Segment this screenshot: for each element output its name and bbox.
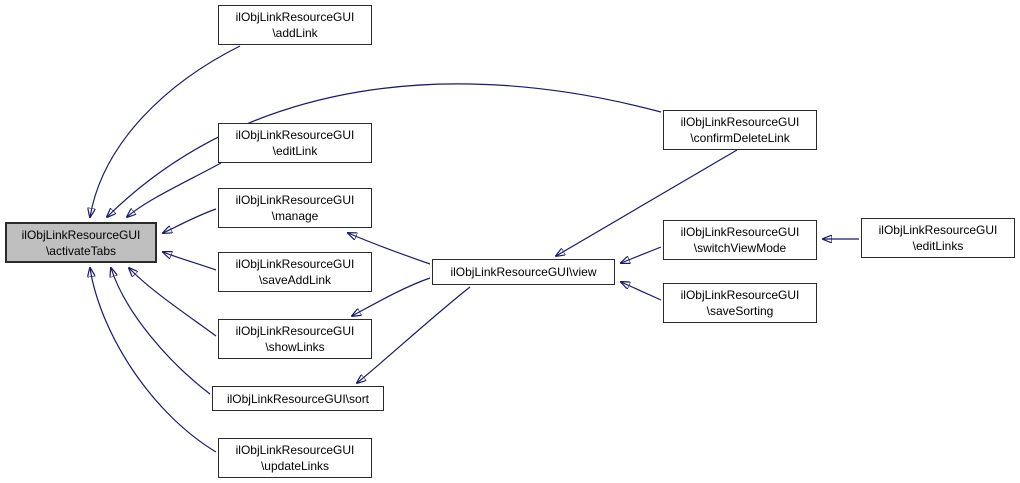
node-label-line1: ilObjLinkResourceGUI	[680, 225, 800, 239]
edge-confirmDeleteLink-to-activateTabs	[107, 83, 662, 217]
node-switchViewMode[interactable]: ilObjLinkResourceGUI \switchViewMode	[663, 220, 817, 260]
edge-view-to-manage	[348, 233, 431, 265]
node-showLinks[interactable]: ilObjLinkResourceGUI \showLinks	[218, 319, 372, 359]
node-saveSorting[interactable]: ilObjLinkResourceGUI \saveSorting	[663, 283, 817, 323]
edge-switchViewMode-to-view	[621, 246, 662, 263]
node-addLink[interactable]: ilObjLinkResourceGUI \addLink	[218, 5, 372, 45]
node-activateTabs[interactable]: ilObjLinkResourceGUI \activateTabs	[5, 222, 157, 263]
node-label-line2: \activateTabs	[45, 243, 117, 258]
edge-confirmDeleteLink-to-view	[556, 149, 738, 256]
edge-sort-to-activateTabs	[111, 268, 211, 395]
node-label-line2: \manage	[271, 209, 319, 223]
edge-manage-to-activateTabs	[163, 208, 217, 233]
edge-view-to-showLinks	[352, 277, 431, 316]
node-label-line1: ilObjLinkResourceGUI	[235, 128, 355, 142]
edge-saveSorting-to-view	[621, 282, 662, 301]
node-label-line2: \confirmDeleteLink	[690, 131, 790, 145]
edge-showLinks-to-activateTabs	[129, 268, 217, 337]
node-label-line2: \editLink	[272, 144, 318, 158]
node-label-line2: \showLinks	[265, 340, 325, 354]
node-label-line2: \switchViewMode	[693, 241, 787, 255]
node-label-line1: ilObjLinkResourceGUI	[21, 227, 141, 242]
node-label-line1: ilObjLinkResourceGUI	[235, 193, 355, 207]
node-confirmDeleteLink[interactable]: ilObjLinkResourceGUI \confirmDeleteLink	[663, 110, 817, 150]
node-label-line2: \saveAddLink	[258, 273, 332, 287]
node-sort[interactable]: ilObjLinkResourceGUI\sort	[212, 386, 384, 411]
node-updateLinks[interactable]: ilObjLinkResourceGUI \updateLinks	[218, 438, 372, 478]
node-label-line2: \editLinks	[912, 239, 964, 253]
node-label-line1: ilObjLinkResourceGUI	[680, 115, 800, 129]
node-label-line1: ilObjLinkResourceGUI\view	[450, 265, 597, 279]
node-saveAddLink[interactable]: ilObjLinkResourceGUI \saveAddLink	[218, 252, 372, 292]
edge-editLink-to-activateTabs	[127, 162, 222, 217]
node-label-line2: \addLink	[272, 26, 318, 40]
node-editLink[interactable]: ilObjLinkResourceGUI \editLink	[218, 123, 372, 163]
node-label-line1: ilObjLinkResourceGUI	[235, 257, 355, 271]
edge-updateLinks-to-activateTabs	[90, 268, 217, 453]
node-label-line1: ilObjLinkResourceGUI	[235, 443, 355, 457]
node-view[interactable]: ilObjLinkResourceGUI\view	[432, 259, 615, 285]
node-manage[interactable]: ilObjLinkResourceGUI \manage	[218, 188, 372, 228]
node-label-line2: \saveSorting	[706, 304, 774, 318]
node-label-line1: ilObjLinkResourceGUI	[878, 223, 998, 237]
edge-addLink-to-activateTabs	[90, 45, 241, 217]
node-editLinks[interactable]: ilObjLinkResourceGUI \editLinks	[861, 218, 1015, 258]
node-label-line1: ilObjLinkResourceGUI\sort	[226, 391, 370, 406]
edge-saveAddLink-to-activateTabs	[163, 252, 217, 271]
node-label-line1: ilObjLinkResourceGUI	[235, 10, 355, 24]
node-label-line1: ilObjLinkResourceGUI	[680, 288, 800, 302]
node-label-line1: ilObjLinkResourceGUI	[235, 324, 355, 338]
node-label-line2: \updateLinks	[260, 459, 330, 473]
edge-view-to-sort	[357, 286, 471, 383]
